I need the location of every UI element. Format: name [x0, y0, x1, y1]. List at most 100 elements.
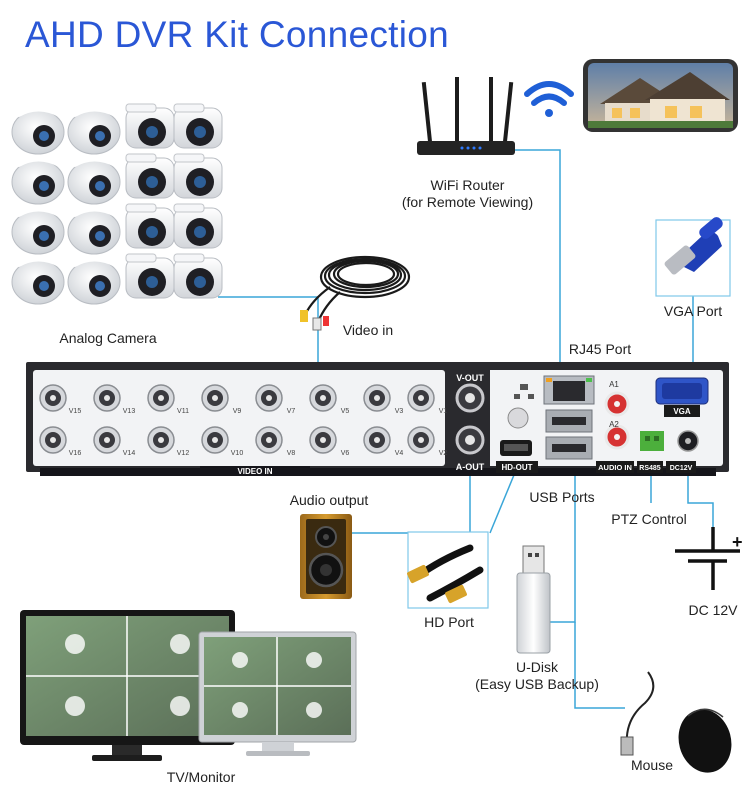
bnc-port-v8: V8 [255, 426, 296, 457]
a-out-port [455, 425, 485, 455]
bnc-port-v7: V7 [255, 384, 296, 415]
bnc-port-v2: V2 [407, 426, 448, 457]
wifi-router-label-line1: WiFi Router [430, 177, 505, 193]
speaker-icon [300, 514, 352, 599]
bnc-port-v12: V12 [147, 426, 190, 457]
audio-in-label: AUDIO IN [598, 463, 632, 472]
wifi-icon [524, 81, 574, 117]
page-title: AHD DVR Kit Connection [25, 14, 450, 55]
bullet-camera-icon [173, 203, 223, 249]
bnc-port-v5: V5 [309, 384, 350, 415]
usb-to-mouse-wire [574, 622, 625, 709]
a1-label: A1 [609, 380, 619, 389]
dome-camera-icon [11, 258, 65, 305]
bullet-camera-icon [173, 103, 223, 149]
audio-in-a1-port [604, 391, 630, 417]
hdmi-to-hd-port-wire [489, 474, 515, 534]
bnc-label: V2 [439, 450, 448, 457]
bnc-label: V5 [341, 408, 350, 415]
bnc-port-v6: V6 [309, 426, 350, 457]
vga-label: VGA [673, 407, 691, 416]
bnc-port-v4: V4 [363, 426, 404, 457]
monitor-second-icon [198, 631, 357, 756]
bnc-port-v10: V10 [201, 426, 244, 457]
bnc-label: V8 [287, 450, 296, 457]
rs485-terminal [640, 431, 664, 451]
u-disk-label: U-Disk (Easy USB Backup) [466, 659, 608, 693]
router-icon [417, 77, 515, 155]
bnc-port-v15: V15 [39, 384, 82, 415]
bnc-port-v1: V1 [407, 384, 448, 415]
bnc-label: V11 [177, 408, 189, 415]
wifi-router-label: WiFi Router (for Remote Viewing) [395, 177, 540, 211]
bullet-camera-icon [125, 253, 175, 299]
ptz-control-label: PTZ Control [611, 511, 687, 527]
mouse-label: Mouse [630, 757, 674, 773]
video-in-panel-label: VIDEO IN [237, 467, 272, 476]
cable-coil-icon [300, 255, 411, 331]
bnc-port-v16: V16 [39, 426, 82, 457]
bnc-port-v11: V11 [147, 384, 189, 415]
bullet-camera-icon [125, 203, 175, 249]
mouse-icon [620, 671, 732, 773]
monitor-icon [20, 610, 235, 761]
usb-disk-icon [516, 545, 551, 654]
bnc-port-v3: V3 [363, 384, 404, 415]
hdmi-cable-icon [407, 531, 489, 609]
rj45-port-label: RJ45 Port [568, 341, 632, 357]
audio-in-a2-port [604, 424, 630, 450]
u-disk-label-line2: (Easy USB Backup) [475, 676, 599, 692]
bnc-port-v9: V9 [201, 384, 242, 415]
bnc-label: V7 [287, 408, 296, 415]
a2-label: A2 [609, 420, 619, 429]
camera-grid [11, 103, 223, 305]
audio-output-label: Audio output [289, 492, 369, 508]
analog-camera-label: Analog Camera [59, 330, 157, 346]
vga-cable-icon [655, 217, 731, 297]
bnc-port-v13: V13 [93, 384, 135, 415]
bnc-label: V16 [69, 450, 82, 457]
dc12v-jack [677, 430, 699, 452]
bnc-label: V15 [69, 408, 82, 415]
dome-camera-icon [67, 208, 121, 255]
rs485-label: RS485 [639, 465, 661, 472]
dvr-recorder [26, 362, 729, 476]
v-out-label: V-OUT [456, 373, 484, 383]
hdmi-port [500, 440, 532, 456]
bnc-label: V10 [231, 450, 244, 457]
network-icon [514, 384, 534, 399]
dome-camera-icon [11, 208, 65, 255]
hd-port-label: HD Port [424, 614, 474, 630]
bnc-port-v14: V14 [93, 426, 136, 457]
a-out-label: A-OUT [456, 462, 485, 472]
dc-12v-label: DC 12V [688, 602, 738, 618]
reset-knob-icon [507, 407, 529, 429]
tv-monitor-label: TV/Monitor [166, 769, 236, 785]
dc-power-wire [687, 450, 714, 527]
dc-power-symbol-icon [675, 527, 740, 590]
hd-out-label: HD-OUT [501, 463, 532, 472]
dc-plus-sign: + [732, 532, 743, 552]
dc12v-label: DC12V [670, 465, 693, 472]
dome-camera-icon [11, 108, 65, 155]
bnc-label: V4 [395, 450, 404, 457]
bullet-camera-icon [125, 103, 175, 149]
bnc-label: V6 [341, 450, 350, 457]
v-out-port [455, 383, 485, 413]
bnc-label: V9 [233, 408, 242, 415]
u-disk-label-line1: U-Disk [516, 659, 558, 675]
bullet-camera-icon [173, 253, 223, 299]
usb-ports-label: USB Ports [529, 489, 595, 505]
usb-port-top [545, 409, 593, 433]
bnc-label: V12 [177, 450, 190, 457]
camera-to-video-in-wire [218, 296, 319, 362]
bnc-label: V3 [395, 408, 404, 415]
house-photo-icon [583, 59, 738, 132]
rj45-port [543, 375, 595, 405]
bnc-label: V1 [439, 408, 448, 415]
bullet-camera-icon [173, 153, 223, 199]
dome-camera-icon [67, 258, 121, 305]
bnc-label: V14 [123, 450, 136, 457]
